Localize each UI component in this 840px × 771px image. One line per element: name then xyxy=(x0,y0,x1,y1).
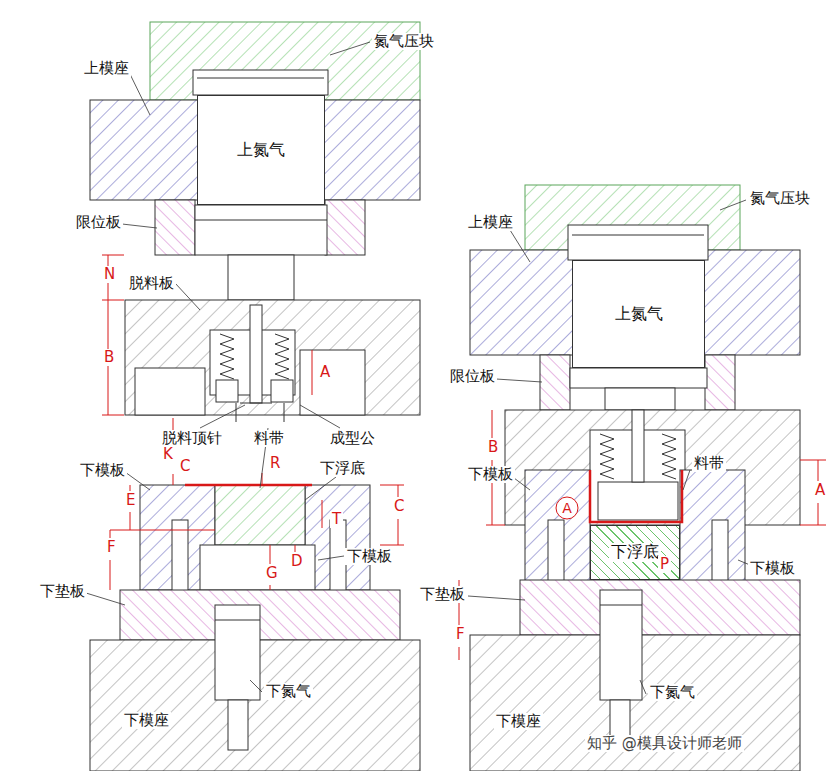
dimension-letter: P xyxy=(658,556,671,573)
part-label: 成型公 xyxy=(328,430,377,447)
part-label: 脱料板 xyxy=(127,275,176,292)
dimension-letter: C xyxy=(178,458,192,475)
part-label: 下模板 xyxy=(466,466,515,483)
dimension-letter: A xyxy=(562,500,572,516)
part-label: 下氮气 xyxy=(264,683,313,700)
part-label: 下模板 xyxy=(748,560,797,577)
part-label: 下垫板 xyxy=(38,583,87,600)
dimension-letter: F xyxy=(105,539,118,556)
dimension-letter: A xyxy=(813,482,827,499)
nitrogen-cylinder: 上氮气 xyxy=(572,260,705,368)
watermark: 知乎 @模具设计师老师 xyxy=(585,735,744,752)
part-label: 下模座 xyxy=(494,713,543,730)
part-label: 限位板 xyxy=(74,214,123,231)
part-name: 上氮气 xyxy=(235,141,287,159)
part-label: 料带 xyxy=(252,430,286,447)
nitrogen-cylinder: 上氮气 xyxy=(197,95,325,205)
part-label: 下垫板 xyxy=(418,586,467,603)
part-label: 脱料顶针 xyxy=(160,430,224,447)
part-label: 氮气压块 xyxy=(372,33,436,50)
dimension-letter: N xyxy=(102,266,117,283)
part-label: 下氮气 xyxy=(648,684,697,701)
dimension-letter: R xyxy=(268,455,282,472)
part-name: 上氮气 xyxy=(613,305,665,323)
dimension-letter: C xyxy=(392,498,406,515)
dimension-letter: G xyxy=(264,565,280,582)
part-label: 限位板 xyxy=(448,368,497,385)
part-label: 下模板 xyxy=(345,548,394,565)
part-label: 上模座 xyxy=(466,214,515,231)
dimension-letter: T xyxy=(330,511,343,528)
part-label: 下模板 xyxy=(78,462,127,479)
part-label: 料带 xyxy=(692,455,726,472)
dimension-letter: K xyxy=(161,446,175,463)
dimension-letter: F xyxy=(454,626,467,643)
dimension-letter: A xyxy=(318,364,332,381)
part-name: 下浮底 xyxy=(609,543,661,561)
dimension-letter: D xyxy=(289,553,305,570)
part-label: 下模座 xyxy=(122,712,171,729)
part-label: 上模座 xyxy=(82,60,131,77)
dimension-letter: E xyxy=(124,492,137,509)
part-label: 下浮底 xyxy=(318,460,367,477)
dimension-letter: B xyxy=(102,349,116,366)
dimension-letter: B xyxy=(486,439,500,456)
part-label: 氮气压块 xyxy=(748,190,812,207)
